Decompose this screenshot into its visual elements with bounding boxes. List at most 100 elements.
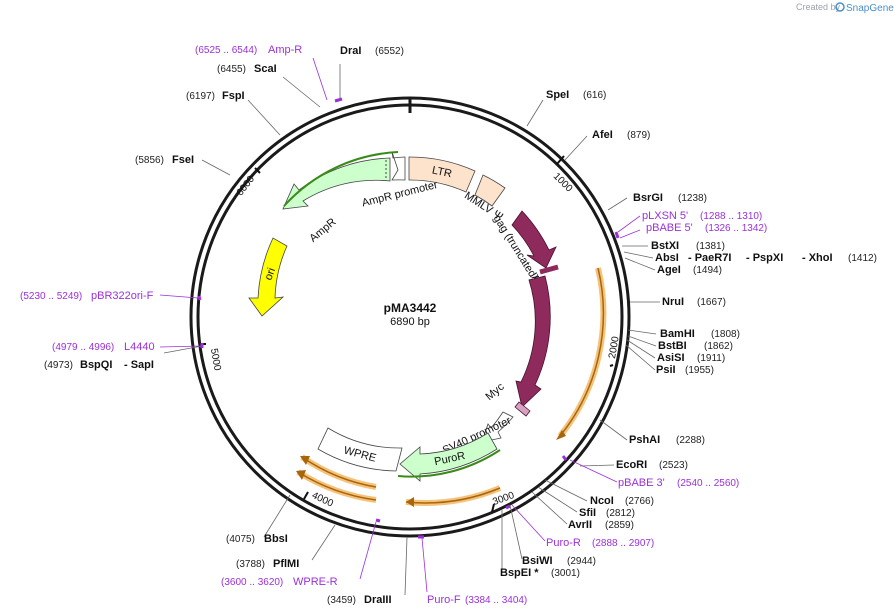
- tick-2000: [609, 364, 614, 367]
- scai-leader: [282, 76, 321, 108]
- bspei-pos: (3001): [551, 568, 580, 579]
- pbr322-primer-pos: (5230 .. 5249): [20, 291, 82, 302]
- wpre-feature[interactable]: [317, 427, 403, 472]
- nrui-pos: (1667): [697, 297, 726, 308]
- puror-primer-name[interactable]: Puro-R: [546, 537, 581, 549]
- ecori-leader: [579, 464, 615, 467]
- brand-text: SnapGene: [846, 3, 894, 14]
- nrui-name[interactable]: NruI: [662, 296, 684, 308]
- afel-name[interactable]: AfeI: [592, 129, 613, 141]
- pspxi-name[interactable]: - PspXI: [746, 252, 783, 264]
- ampr-feature[interactable]: [282, 157, 391, 210]
- ampr-green-track: [283, 151, 399, 207]
- ampr-promoter-label: AmpR promoter: [361, 179, 440, 210]
- puror-feature[interactable]: [399, 432, 498, 482]
- bstxi-name[interactable]: BstXI: [651, 240, 679, 252]
- asisi-name[interactable]: AsiSI: [657, 352, 685, 364]
- agei-name[interactable]: AgeI: [657, 264, 681, 276]
- mmlv-psi-feature[interactable]: [474, 174, 506, 207]
- bsiwi-pos: (2944): [567, 556, 596, 567]
- ecori-name[interactable]: EcoRI: [616, 459, 647, 471]
- bbsi-pos: (4075): [226, 534, 255, 545]
- bsiwi-leader: [509, 504, 523, 560]
- xhoi-name[interactable]: - XhoI: [802, 252, 833, 264]
- pbabe5-primer-name[interactable]: pBABE 5': [646, 222, 693, 234]
- wprer-primer-pos: (3600 .. 3620): [221, 577, 283, 588]
- wprer-primer-name[interactable]: WPRE-R: [293, 576, 338, 588]
- pshai-name[interactable]: PshAI: [629, 434, 660, 446]
- sfii-name[interactable]: SfiI: [579, 507, 596, 519]
- wprer-primer-mark: [375, 518, 381, 523]
- pbabe3-leader: [569, 459, 618, 483]
- bbsi-name[interactable]: BbsI: [264, 533, 288, 545]
- orange-track-left-inner-line: [297, 471, 377, 501]
- bsrgi-pos: (1238): [678, 193, 707, 204]
- fsei-pos: (5856): [135, 155, 164, 166]
- ampr-primer-pos: (6525 .. 6544): [195, 45, 257, 56]
- pbr322-primer-name[interactable]: pBR322ori-F: [91, 290, 154, 302]
- bstbi-pos: (1862): [704, 341, 733, 352]
- ori-label: ori: [263, 266, 278, 282]
- sv40-promoter-feature[interactable]: [481, 411, 514, 443]
- tick-label-6000: 6000: [235, 174, 258, 199]
- ltr-label: LTR: [431, 164, 453, 180]
- spel-leader: [526, 99, 544, 127]
- ampr-label: AmpR: [307, 216, 338, 245]
- avrii-leader: [531, 491, 568, 525]
- myc-feature[interactable]: [514, 401, 531, 417]
- spel-name[interactable]: SpeI: [546, 89, 569, 101]
- scai-name[interactable]: ScaI: [254, 63, 277, 75]
- bstbi-name[interactable]: BstBI: [658, 340, 687, 352]
- avrii-name[interactable]: AvrII: [568, 519, 592, 531]
- orange-tracks: [283, 151, 607, 507]
- pbabe5-leader: [619, 229, 641, 239]
- agei-pos: (1494): [693, 265, 722, 276]
- scai-pos: (6455): [217, 64, 246, 75]
- ncoi-name[interactable]: NcoI: [590, 495, 614, 507]
- asisi-leader: [626, 339, 656, 359]
- bamhi-name[interactable]: BamHI: [660, 328, 695, 340]
- absi-leader: [623, 251, 654, 259]
- backbone-outer: [189, 96, 631, 538]
- fspi-name[interactable]: FspI: [222, 90, 245, 102]
- puror-primer-mark: [505, 504, 511, 510]
- absi-name[interactable]: AbsI: [655, 252, 679, 264]
- pbr322-primer-mark: [197, 295, 202, 301]
- plxsn-primer-pos: (1288 .. 1310): [700, 211, 762, 222]
- pbr322-leader: [159, 294, 199, 299]
- plxsn-leader: [617, 215, 641, 233]
- bspqi-leader: [163, 345, 203, 354]
- l4440-primer-name[interactable]: L4440: [124, 341, 155, 353]
- agei-leader: [624, 257, 656, 271]
- ori-feature[interactable]: [248, 237, 288, 317]
- purof-primer-name[interactable]: Puro-F: [427, 594, 461, 606]
- fsei-name[interactable]: FseI: [172, 154, 194, 166]
- bamhi-leader: [627, 329, 657, 335]
- bspqi-name[interactable]: BspQI: [80, 359, 112, 371]
- plasmid-size: 6890 bp: [390, 316, 430, 328]
- draiii-name[interactable]: DraIII: [364, 594, 392, 606]
- pflmi-name[interactable]: PflMI: [273, 558, 299, 570]
- ampr-primer-name[interactable]: Amp-R: [268, 44, 302, 56]
- tick-4000: [303, 491, 309, 500]
- bsiwi-name[interactable]: BsiWI: [522, 555, 553, 567]
- pbabe3-primer-name[interactable]: pBABE 3': [618, 477, 665, 489]
- bspqi-pos: (4973): [44, 360, 73, 371]
- dral-name[interactable]: DraI: [340, 45, 361, 57]
- ltr-feature[interactable]: [408, 156, 476, 193]
- paer7i-name[interactable]: - PaeR7I: [688, 252, 731, 264]
- purof-primer-pos: (3384 .. 3404): [465, 595, 527, 606]
- tick-label-1000: 1000: [551, 171, 575, 195]
- bamhi-pos: (1808): [711, 329, 740, 340]
- psii-name[interactable]: PsiI: [656, 364, 676, 376]
- primer-marks: [197, 97, 620, 539]
- ampr-promoter-feature[interactable]: [391, 151, 406, 181]
- purof-leader: [421, 537, 428, 593]
- wprer-leader: [359, 521, 377, 580]
- cre-feature[interactable]: [515, 275, 551, 408]
- bsrgi-name[interactable]: BsrGI: [633, 192, 663, 204]
- sapi-name[interactable]: - SapI: [124, 359, 154, 371]
- bspei-name[interactable]: BspEI *: [500, 567, 539, 579]
- tick-3000: [491, 503, 495, 513]
- plxsn-primer-name[interactable]: pLXSN 5': [642, 210, 688, 222]
